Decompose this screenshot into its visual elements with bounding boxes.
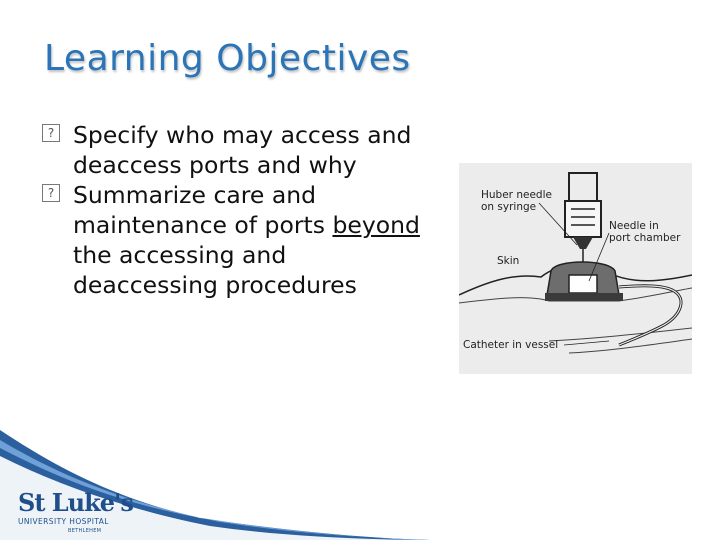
bullet-text-tail: the accessing and deaccessing procedures [73,241,357,299]
label-huber-line2: on syringe [481,201,536,213]
bullet-box-icon: ? [42,124,62,144]
slide-title: Learning Objectives [44,38,411,79]
logo-line1: UNIVERSITY HOSPITAL [18,517,109,526]
syringe-plunger [568,172,598,202]
bullet-emphasis: beyond [332,211,420,239]
label-needle-line1: Needle in [609,220,659,232]
port-chamber [568,274,598,294]
bullet-list: ? Specify who may access and deaccess po… [42,120,432,300]
logo-name: St Luke's [18,488,134,517]
logo-line2: BETHLEHEM [68,528,102,534]
bullet-box-icon: ? [42,184,62,204]
label-huber-line1: Huber needle [481,189,552,201]
label-skin: Skin [497,255,519,267]
vessel-line [548,327,692,342]
port-diagram: Huber needle on syringe Needle in port c… [459,172,692,354]
corner-swoosh-decoration [0,430,430,540]
vessel-line [568,338,692,354]
hospital-logo: St Luke's UNIVERSITY HOSPITAL BETHLEHEM [18,488,138,538]
port-illustration: Huber needle on syringe Needle in port c… [459,163,692,374]
syringe-barrel [564,200,602,238]
label-needle-line2: port chamber [609,232,681,244]
bullet-item: ? Summarize care and maintenance of port… [42,180,432,300]
bullet-text: Specify who may access and deaccess port… [73,121,412,179]
bullet-text: Summarize care and maintenance of ports [73,181,333,239]
port-base [545,293,623,301]
catheter [618,284,683,347]
syringe-hub [573,237,593,249]
label-catheter: Catheter in vessel [463,339,558,351]
bullet-item: ? Specify who may access and deaccess po… [42,120,432,180]
